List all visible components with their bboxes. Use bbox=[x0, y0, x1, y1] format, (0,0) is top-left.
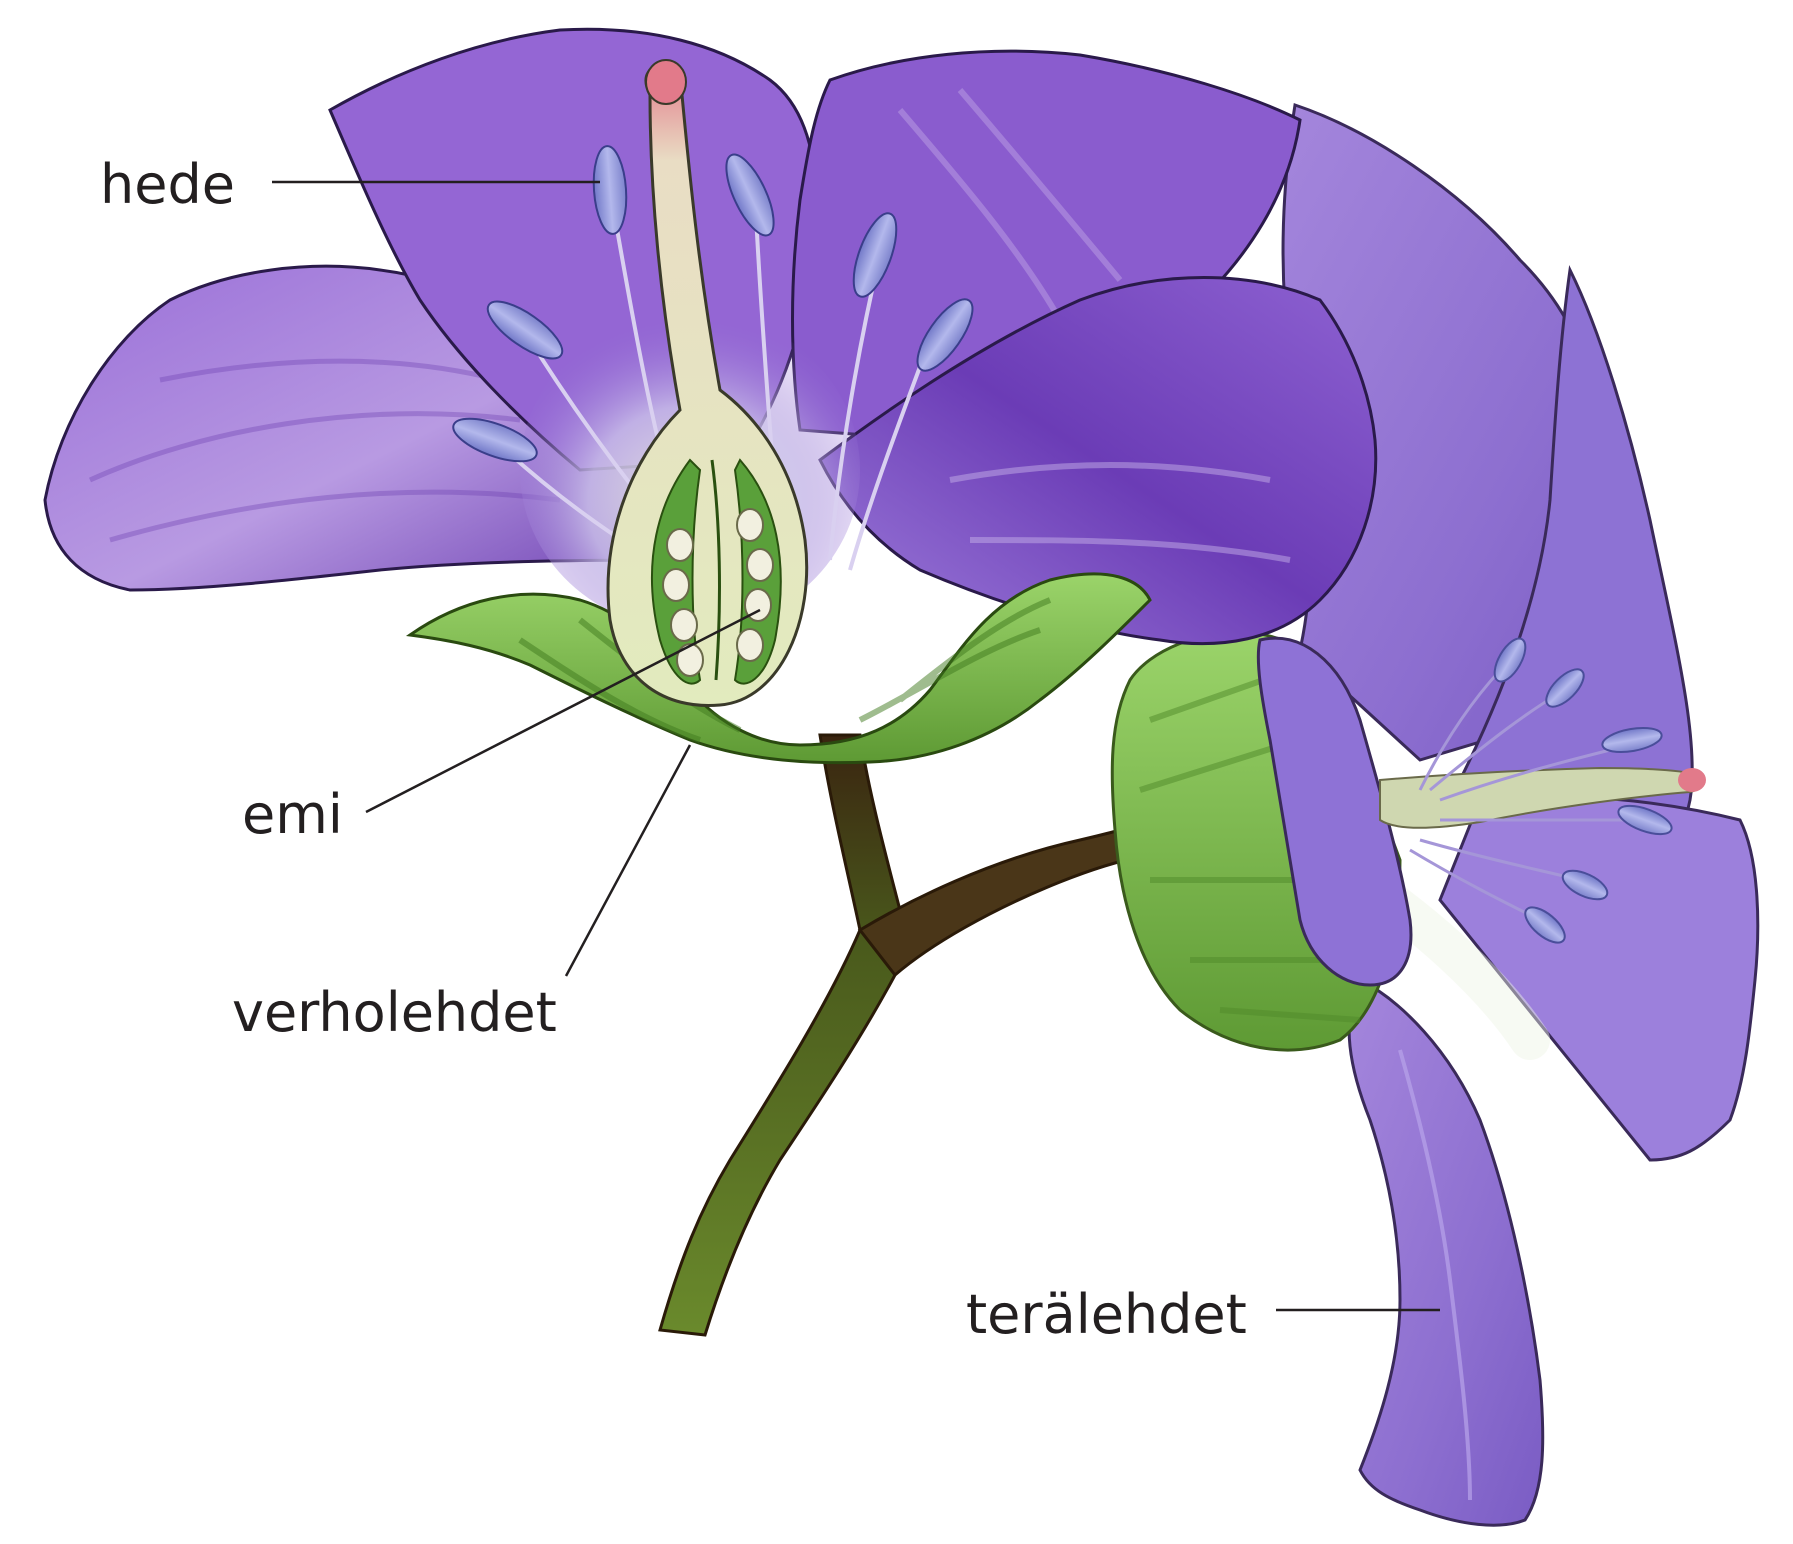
label-stamen: hede bbox=[100, 158, 235, 212]
label-petals: terälehdet bbox=[966, 1288, 1247, 1342]
label-pistil: emi bbox=[242, 788, 343, 842]
leader-line-sepals bbox=[566, 745, 690, 976]
label-sepals: verholehdet bbox=[232, 986, 557, 1040]
stem bbox=[660, 735, 1150, 1335]
